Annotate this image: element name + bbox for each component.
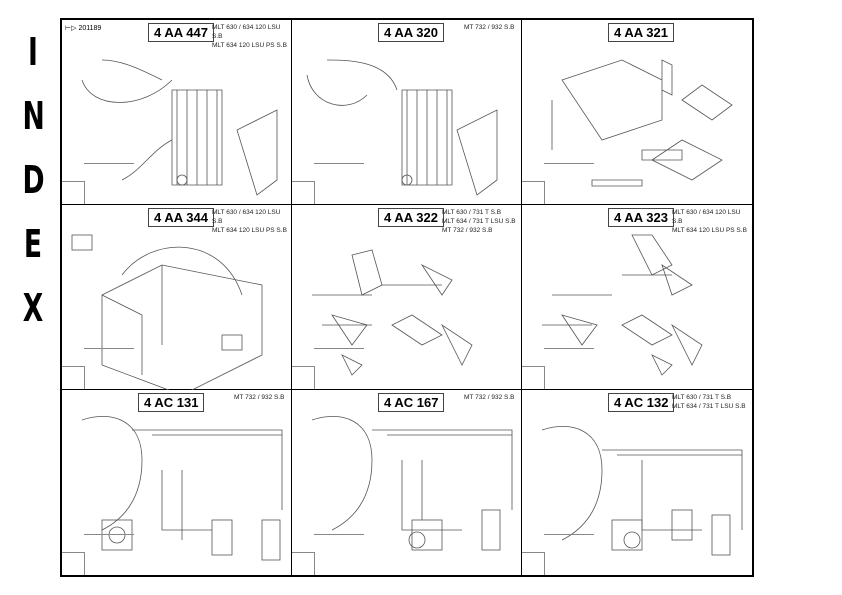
blank-box-outline bbox=[544, 534, 594, 575]
model-name: MLT 634 / 731 T LSU S.B bbox=[672, 403, 746, 410]
blank-box bbox=[522, 181, 545, 204]
blank-box-outline bbox=[314, 534, 364, 575]
model-list: MLT 630 / 634 120 LSU S.B MLT 634 120 LSU… bbox=[672, 208, 752, 235]
blank-box-outline bbox=[84, 163, 134, 204]
exploded-diagram bbox=[312, 249, 473, 376]
catalog-cell[interactable]: 4 AC 167 MT 732 / 932 S.B bbox=[292, 390, 522, 575]
blank-box bbox=[522, 366, 545, 389]
index-title: I N D E X bbox=[18, 20, 48, 340]
arrow-icon: ⊢▷ bbox=[65, 25, 79, 32]
model-list: MT 732 / 932 S.B bbox=[234, 393, 284, 402]
blank-box bbox=[292, 181, 315, 204]
index-letter: E bbox=[23, 222, 43, 266]
part-code[interactable]: 4 AA 323 bbox=[608, 208, 674, 227]
part-code[interactable]: 4 AC 167 bbox=[378, 393, 445, 412]
blank-box-outline bbox=[84, 534, 134, 575]
blank-box bbox=[292, 366, 315, 389]
model-name: MLT 630 / 634 120 LSU S.B bbox=[212, 24, 281, 40]
part-code[interactable]: 4 AA 320 bbox=[378, 23, 444, 42]
model-name: MT 732 / 932 S.B bbox=[442, 227, 493, 234]
part-code[interactable]: 4 AA 447 bbox=[148, 23, 214, 42]
model-name: MLT 630 / 634 120 LSU S.B bbox=[212, 209, 281, 225]
part-code[interactable]: 4 AA 321 bbox=[608, 23, 674, 42]
blank-box bbox=[62, 552, 85, 575]
model-list: MT 732 / 932 S.B bbox=[464, 23, 514, 32]
exploded-diagram bbox=[81, 59, 278, 196]
model-name: MLT 630 / 731 T S.B bbox=[672, 394, 732, 401]
exploded-diagram bbox=[81, 416, 283, 561]
model-list: MLT 630 / 634 120 LSU S.B MLT 634 120 LSU… bbox=[212, 208, 291, 235]
model-name: MT 732 / 932 S.B bbox=[234, 394, 285, 401]
exploded-diagram bbox=[551, 59, 733, 187]
model-name: MLT 634 120 LSU PS S.B bbox=[672, 227, 747, 234]
index-letter: N bbox=[22, 94, 45, 138]
exploded-diagram bbox=[311, 416, 513, 551]
catalog-cell[interactable]: 4 AA 320 MT 732 / 932 S.B bbox=[292, 20, 522, 205]
index-letter: X bbox=[22, 286, 44, 330]
blank-box-outline bbox=[544, 348, 594, 389]
model-name: MLT 630 / 634 120 LSU S.B bbox=[672, 209, 741, 225]
part-code[interactable]: 4 AC 131 bbox=[138, 393, 205, 412]
blank-box-outline bbox=[314, 348, 364, 389]
blank-box-outline bbox=[314, 163, 364, 204]
model-list: MLT 630 / 731 T S.B MLT 634 / 731 T LSU S… bbox=[442, 208, 516, 235]
catalog-cell[interactable]: 4 AC 131 MT 732 / 932 S.B bbox=[62, 390, 292, 575]
blank-box bbox=[522, 552, 545, 575]
part-code[interactable]: 4 AA 322 bbox=[378, 208, 444, 227]
blank-box-outline bbox=[84, 348, 134, 389]
model-name: MT 732 / 932 S.B bbox=[464, 24, 515, 31]
exploded-diagram bbox=[542, 234, 703, 376]
blank-box bbox=[62, 181, 85, 204]
reference-number: ⊢▷ 201189 bbox=[65, 25, 102, 32]
model-name: MLT 634 / 731 T LSU S.B bbox=[442, 218, 516, 225]
model-list: MT 732 / 932 S.B bbox=[464, 393, 514, 402]
blank-box-outline bbox=[544, 163, 594, 204]
exploded-diagram bbox=[71, 234, 263, 390]
model-name: MLT 634 120 LSU PS S.B bbox=[212, 42, 287, 49]
exploded-diagram bbox=[306, 59, 498, 196]
blank-box bbox=[292, 552, 315, 575]
model-list: MLT 630 / 634 120 LSU S.B MLT 634 120 LSU… bbox=[212, 23, 291, 50]
model-name: MT 732 / 932 S.B bbox=[464, 394, 515, 401]
blank-box bbox=[62, 366, 85, 389]
index-letter: D bbox=[22, 158, 45, 202]
part-code[interactable]: 4 AA 344 bbox=[148, 208, 214, 227]
model-name: MLT 630 / 731 T S.B bbox=[442, 209, 502, 216]
index-letter: I bbox=[28, 30, 38, 74]
model-name: MLT 634 120 LSU PS S.B bbox=[212, 227, 287, 234]
catalog-cell[interactable]: 4 AA 321 bbox=[522, 20, 752, 205]
part-code[interactable]: 4 AC 132 bbox=[608, 393, 675, 412]
exploded-diagram bbox=[541, 426, 743, 556]
model-list: MLT 630 / 731 T S.B MLT 634 / 731 T LSU S… bbox=[672, 393, 746, 411]
